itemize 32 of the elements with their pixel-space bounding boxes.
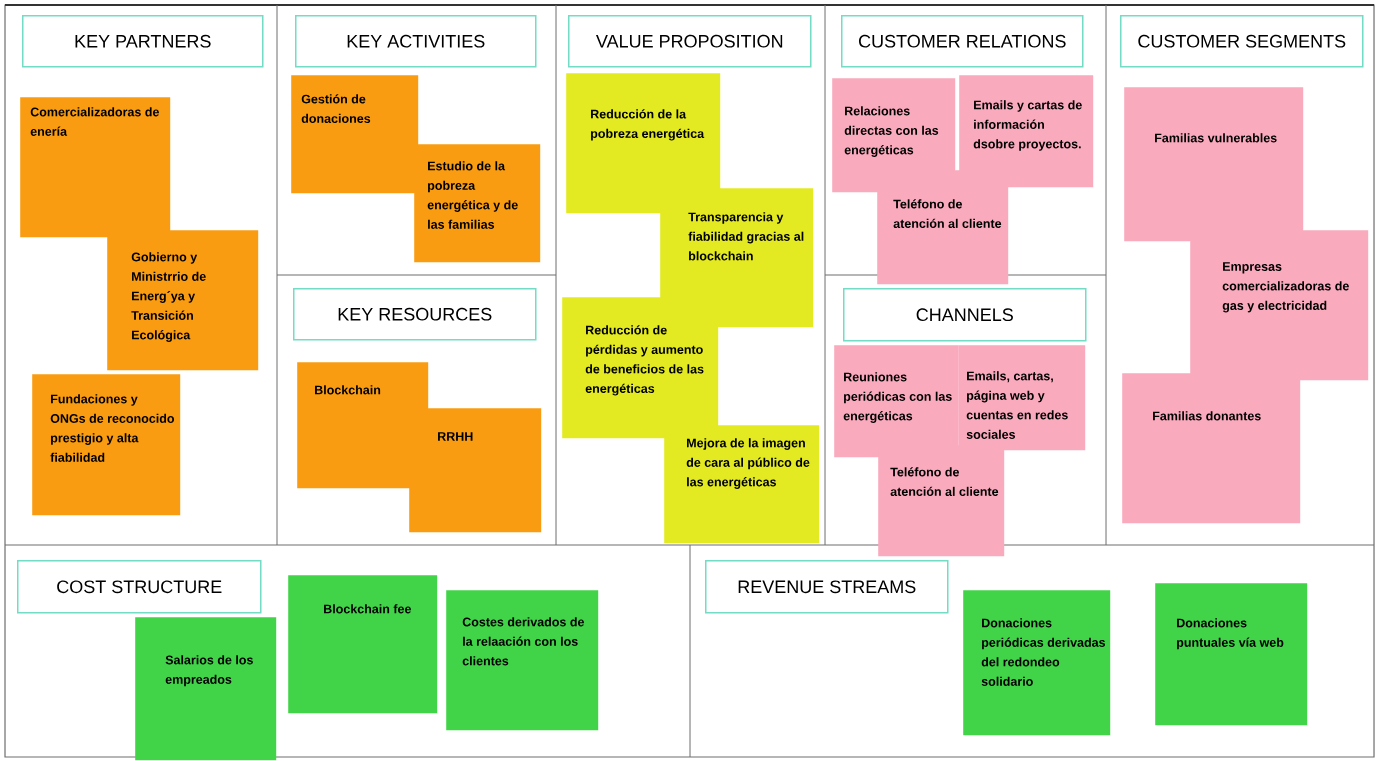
sticky-note: Empresas comercializadoras de gas y electricidad bbox=[1190, 230, 1369, 381]
section-heading: CUSTOMER SEGMENTS bbox=[1120, 15, 1364, 68]
sticky-note: Familias donantes bbox=[1122, 373, 1301, 524]
sticky-note: Familias vulnerables bbox=[1124, 87, 1304, 242]
section-heading: COST STRUCTURE bbox=[17, 560, 262, 614]
section-heading: CUSTOMER RELATIONS bbox=[841, 15, 1084, 68]
sticky-note: Blockchain fee bbox=[288, 575, 438, 714]
sticky-note: Gobierno y Ministrrio de Energ´ya y Transición Ecológica bbox=[107, 230, 259, 371]
sticky-note: Donaciones puntuales vía web bbox=[1155, 583, 1308, 726]
sticky-note: RRHH bbox=[409, 408, 542, 533]
sticky-note: Emails, cartas, página web y cuentas en redes sociales bbox=[958, 345, 1086, 451]
sticky-note: Reuniones periódicas con las energéticas bbox=[834, 345, 959, 458]
section-heading: KEY PARTNERS bbox=[22, 15, 264, 68]
sticky-note: Transparencia y fiabilidad gracias al blockchain bbox=[660, 188, 814, 328]
section-heading: KEY ACTIVITIES bbox=[295, 15, 537, 68]
section-heading: VALUE PROPOSITION bbox=[568, 15, 812, 68]
sticky-note: Gestión de donaciones bbox=[291, 75, 419, 194]
sticky-note: Emails y cartas de información dsobre proyectos. bbox=[959, 75, 1094, 188]
section-heading: KEY RESOURCES bbox=[293, 288, 537, 341]
sticky-note: Teléfono de atención al cliente bbox=[878, 445, 1005, 557]
sticky-note: Costes derivados de la relaación con los clientes bbox=[446, 590, 599, 731]
sticky-note: Fundaciones y ONGs de reconocido prestigio y alta fiabilidad bbox=[32, 374, 181, 516]
sticky-note: Estudio de la pobreza energética y de las familias bbox=[414, 144, 541, 263]
sticky-note: Mejora de la imagen de cara al público de las energéticas bbox=[664, 425, 820, 544]
sticky-note: Donaciones periódicas derivadas del redondeo solidario bbox=[963, 590, 1111, 736]
section-heading: CHANNELS bbox=[843, 288, 1087, 342]
sticky-note: Salarios de los empreados bbox=[135, 617, 277, 761]
sticky-note: Blockchain bbox=[297, 362, 429, 489]
sticky-note: Comercializadoras de enería bbox=[20, 97, 171, 238]
sticky-note: Reducción de pérdidas y aumento de beneficios de las energéticas bbox=[562, 297, 719, 439]
sticky-note: Teléfono de atención al cliente bbox=[877, 170, 1009, 285]
section-heading: REVENUE STREAMS bbox=[705, 560, 949, 614]
